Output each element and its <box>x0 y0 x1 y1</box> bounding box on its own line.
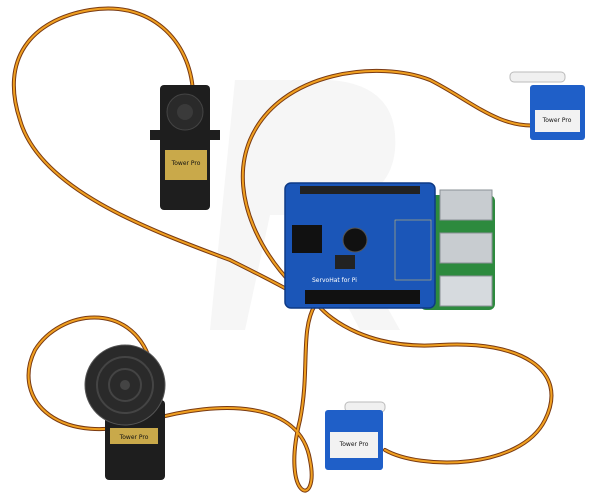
micro-servo-top-right: Tower Pro <box>509 71 585 140</box>
usb-port <box>439 232 493 264</box>
usb-port <box>439 189 493 221</box>
micro-servo-bottom: Tower Pro <box>325 401 386 470</box>
capacitor <box>342 227 368 253</box>
continuous-servo-bottom-left: Tower Pro <box>84 344 166 480</box>
servo-brand-label: Tower Pro <box>171 160 201 167</box>
servo-hat-board: ServoHat for Pi <box>284 182 436 309</box>
cable-bottom-left <box>26 303 317 493</box>
proto-area <box>394 219 432 281</box>
standard-servo-top-left: Tower Pro <box>150 85 220 210</box>
board-label: ServoHat for Pi <box>312 277 357 284</box>
chip <box>335 255 355 269</box>
servo-cables <box>11 6 554 493</box>
servo-brand-label: Tower Pro <box>542 117 572 124</box>
raspberry-pi-board <box>420 189 495 310</box>
dc-jack <box>292 225 322 253</box>
servo-headers <box>305 290 420 304</box>
servo-brand-label: Tower Pro <box>119 434 149 441</box>
ethernet-port <box>439 275 493 307</box>
servo-brand-label: Tower Pro <box>339 441 369 448</box>
